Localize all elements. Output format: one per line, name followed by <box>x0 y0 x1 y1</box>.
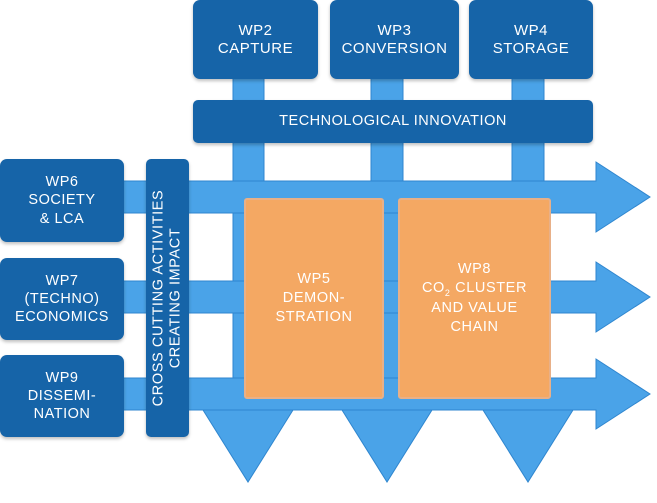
wp9-line-1: WP9 <box>45 369 79 386</box>
wp3-conversion-box: WP3 CONVERSION <box>330 0 459 79</box>
wp4-storage-box: WP4 STORAGE <box>469 0 593 79</box>
wp9-dissemination-box: WP9 DISSEMI- NATION <box>0 355 124 437</box>
wp5-demonstration-box: WP5 DEMON- STRATION <box>244 198 384 399</box>
co2-subscript: 2 <box>444 287 451 298</box>
cross-cutting-line-1: CROSS CUTTING ACTIVITIES <box>150 189 167 407</box>
wp2-name: CAPTURE <box>217 39 294 57</box>
cross-cutting-bar: CROSS CUTTING ACTIVITIES CREATING IMPACT <box>146 159 189 437</box>
wp5-line-2: DEMON- <box>282 290 346 307</box>
wp8-line-3: AND VALUE <box>431 300 518 317</box>
co2-co: CO <box>421 279 445 296</box>
wp7-line-1: WP7 <box>45 272 79 289</box>
wp5-line-3: STRATION <box>275 308 353 325</box>
right-arrow-wp6 <box>119 161 651 233</box>
wp6-line-1: WP6 <box>45 174 79 191</box>
cross-cutting-label: CROSS CUTTING ACTIVITIES CREATING IMPACT <box>150 163 185 433</box>
wp8-line-2: CO2 CLUSTER <box>422 279 527 300</box>
right-arrow-wp9 <box>119 358 651 430</box>
wp7-line-3: ECONOMICS <box>15 309 109 326</box>
wp3-name: CONVERSION <box>341 39 448 57</box>
wp7-line-2: (TECHNO) <box>24 290 100 307</box>
wp4-code: WP4 <box>513 21 548 39</box>
wp6-society-box: WP6 SOCIETY & LCA <box>0 159 124 242</box>
cross-cutting-line-2: CREATING IMPACT <box>167 227 184 369</box>
wp9-line-2: DISSEMI- <box>27 387 97 404</box>
wp7-economics-box: WP7 (TECHNO) ECONOMICS <box>0 258 124 340</box>
wp8-line-4: CHAIN <box>450 319 499 336</box>
technological-innovation-label: TECHNOLOGICAL INNOVATION <box>279 112 507 129</box>
right-arrow-wp7 <box>119 261 651 333</box>
wp2-code: WP2 <box>238 21 273 39</box>
wp8-line-1: WP8 <box>457 260 492 277</box>
co2-cluster: CLUSTER <box>450 279 528 296</box>
wp6-line-3: & LCA <box>39 210 85 227</box>
wp9-line-3: NATION <box>33 406 91 423</box>
wp8-co2-cluster-box: WP8 CO2 CLUSTER AND VALUE CHAIN <box>398 198 551 399</box>
wp4-name: STORAGE <box>492 39 570 57</box>
wp2-capture-box: WP2 CAPTURE <box>193 0 318 79</box>
wp6-line-2: SOCIETY <box>28 192 96 209</box>
wp5-line-1: WP5 <box>297 271 331 288</box>
technological-innovation-bar: TECHNOLOGICAL INNOVATION <box>193 100 593 143</box>
wp3-code: WP3 <box>377 21 412 39</box>
